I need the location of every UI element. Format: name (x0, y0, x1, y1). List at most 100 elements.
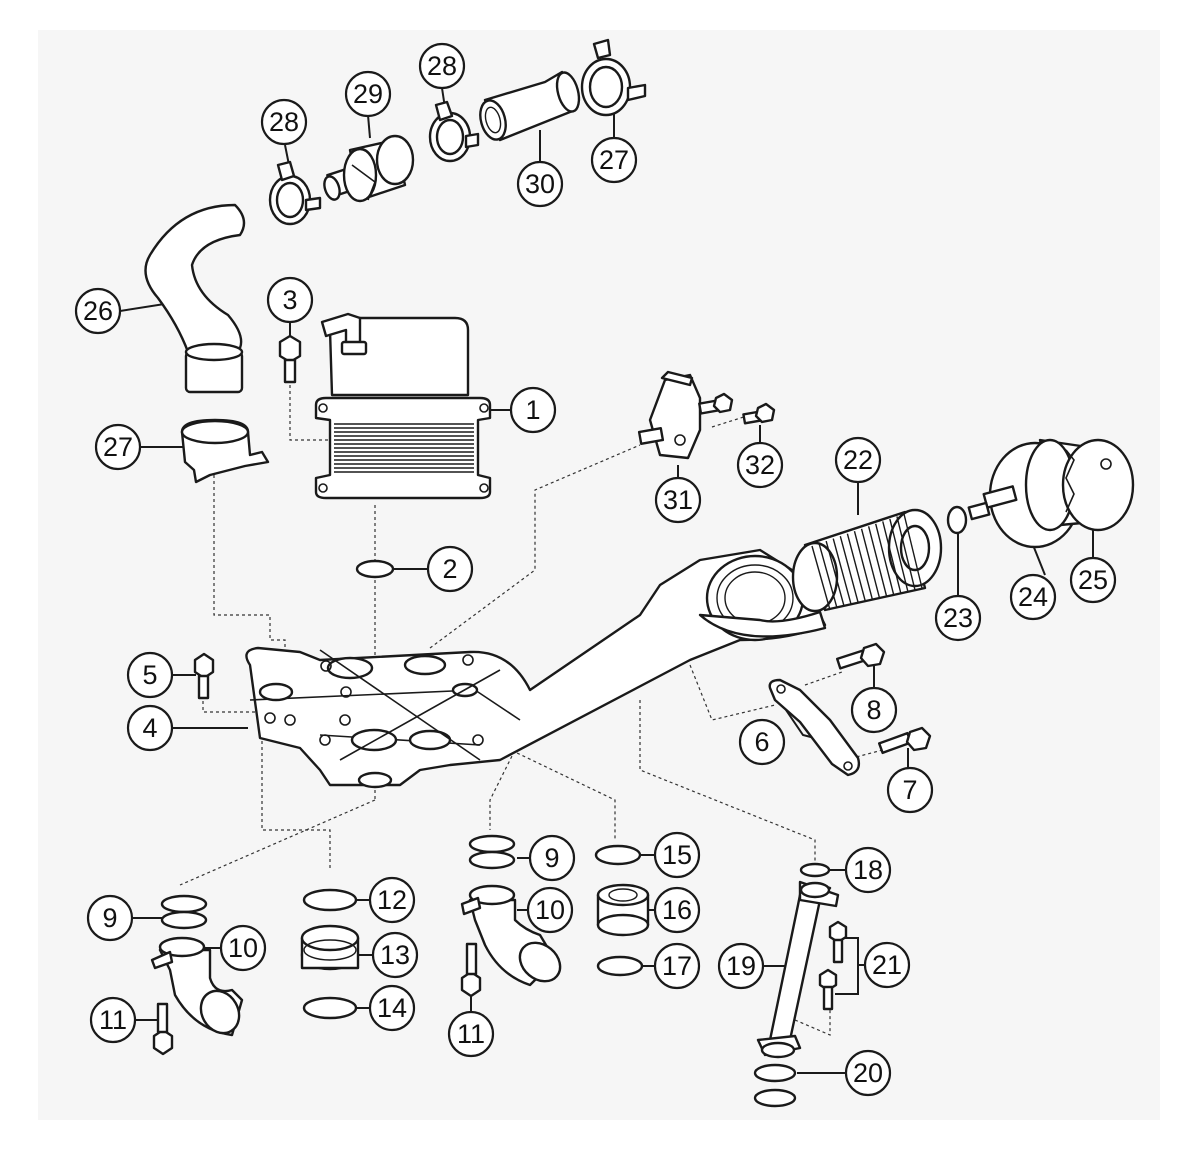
oil-filter-element (791, 508, 943, 613)
callout-label-16: 16 (662, 895, 692, 925)
coolant-hose-26 (144, 203, 246, 354)
callout-c20: 20 (844, 1049, 892, 1097)
callout-label-14: 14 (377, 993, 407, 1023)
filter-pleat (903, 513, 923, 589)
callout-c16: 16 (653, 886, 701, 934)
callout-c15: 15 (653, 831, 701, 879)
callout-label-25: 25 (1078, 565, 1108, 595)
callout-c29: 29 (344, 70, 392, 118)
seal-set-right (594, 844, 650, 977)
screw-32b (742, 402, 776, 425)
callout-c28a: 28 (260, 98, 308, 146)
filter-pleat (839, 535, 859, 604)
filter-pleat (811, 545, 831, 611)
callout-c4: 4 (126, 704, 174, 752)
filter-pleat (846, 533, 867, 602)
callout-label-28b: 28 (427, 51, 457, 81)
callout-label-10b: 10 (535, 895, 565, 925)
callout-c11a: 11 (89, 996, 137, 1044)
callout-label-9a: 9 (102, 903, 117, 933)
callout-c24: 24 (1009, 573, 1057, 621)
callout-label-26: 26 (83, 296, 113, 326)
callout-label-27b: 27 (599, 145, 629, 175)
fitting-set-center (460, 834, 562, 998)
bolt-5 (193, 652, 215, 700)
filter-pleat (875, 523, 895, 595)
o-ring-23 (946, 505, 968, 535)
callout-c7: 7 (886, 766, 934, 814)
callout-c13: 13 (371, 931, 419, 979)
callout-label-32: 32 (745, 450, 775, 480)
callout-c14: 14 (368, 984, 416, 1032)
oil-return-pipe (753, 862, 848, 1108)
callout-label-13: 13 (380, 940, 410, 970)
callout-c25: 25 (1069, 556, 1117, 604)
filter-pleat (832, 538, 852, 606)
callout-label-31: 31 (663, 485, 693, 515)
o-ring-2 (355, 559, 395, 579)
bolt-3 (278, 334, 302, 384)
callout-c6: 6 (738, 718, 786, 766)
filter-pleat (889, 518, 909, 592)
callout-c5: 5 (126, 651, 174, 699)
callout-label-2: 2 (442, 554, 457, 584)
callout-c30: 30 (516, 160, 564, 208)
callout-label-5: 5 (142, 660, 157, 690)
bracket-hole-6a (776, 684, 786, 694)
callout-c27a: 27 (94, 423, 142, 471)
callout-label-15: 15 (662, 840, 692, 870)
filter-housing-bracket (245, 548, 827, 789)
bolt-8 (835, 642, 886, 670)
seal-set-center (300, 888, 360, 1020)
callout-label-30: 30 (525, 169, 555, 199)
callout-c18: 18 (844, 846, 892, 894)
callout-label-22: 22 (843, 445, 873, 475)
filter-pleat (867, 526, 888, 597)
filter-pleat (882, 521, 902, 594)
callout-label-12: 12 (377, 885, 407, 915)
fitting-set-left (150, 894, 244, 1056)
callout-label-6: 6 (754, 727, 769, 757)
callout-c9a: 9 (86, 894, 134, 942)
callout-c8: 8 (850, 686, 898, 734)
callout-c17: 17 (653, 942, 701, 990)
callout-label-10a: 10 (228, 933, 258, 963)
screw-32a (698, 392, 734, 415)
hose-clamp-28-left (268, 160, 322, 226)
callout-label-3: 3 (282, 285, 297, 315)
callout-label-27a: 27 (103, 432, 133, 462)
callout-c3: 3 (266, 276, 314, 324)
callout-c26: 26 (74, 287, 122, 335)
callout-label-17: 17 (662, 951, 692, 981)
bracket-hole-6b (843, 761, 853, 771)
hose-clamp-27-upper (580, 38, 647, 117)
callout-c19: 19 (717, 942, 765, 990)
callout-c27b: 27 (590, 136, 638, 184)
callout-label-11a: 11 (99, 1005, 127, 1035)
support-bracket-6 (768, 678, 861, 777)
callout-label-23: 23 (943, 603, 973, 633)
callout-c23: 23 (934, 594, 982, 642)
callout-c1: 1 (509, 386, 557, 434)
filter-pleat (853, 531, 874, 601)
hose-clamp-28-right (428, 100, 480, 163)
check-valve-29 (323, 134, 415, 203)
callout-label-11b: 11 (457, 1019, 485, 1049)
callout-c9b: 9 (528, 834, 576, 882)
callout-label-19: 19 (726, 951, 756, 981)
callout-c2: 2 (426, 545, 474, 593)
callout-label-4: 4 (142, 713, 157, 743)
callout-label-21: 21 (872, 950, 902, 980)
callout-c22: 22 (834, 436, 882, 484)
callout-label-9b: 9 (544, 843, 559, 873)
hose-coupling-30 (479, 70, 581, 142)
callout-label-8: 8 (866, 695, 881, 725)
callout-label-20: 20 (853, 1058, 883, 1088)
filter-pleat (896, 516, 916, 590)
callout-c10a: 10 (219, 924, 267, 972)
callout-c21: 21 (863, 941, 911, 989)
callout-c31: 31 (654, 476, 702, 524)
filter-pleat (860, 528, 881, 599)
callout-label-29: 29 (353, 79, 383, 109)
